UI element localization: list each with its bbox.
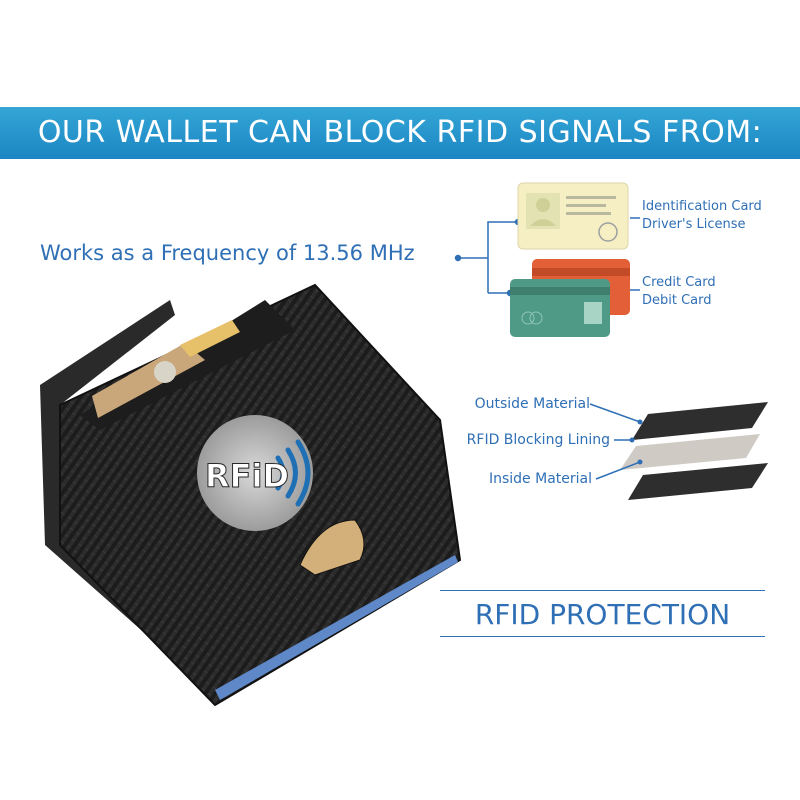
drivers-license-label: Driver's License bbox=[642, 217, 746, 232]
inside-material-label: Inside Material bbox=[488, 471, 592, 487]
credit-card-label: Credit Card bbox=[642, 275, 716, 290]
identification-card-label: Identification Card bbox=[642, 199, 762, 214]
rfid-blocking-lining-label: RFID Blocking Lining bbox=[466, 432, 610, 448]
banner-title: OUR WALLET CAN BLOCK RFID SIGNALS FROM: bbox=[37, 115, 763, 150]
id-card-icon bbox=[517, 182, 629, 250]
outside-material-label: Outside Material bbox=[474, 396, 590, 412]
wallet-image: RFiD bbox=[40, 283, 462, 707]
rfid-protection-title: RFID PROTECTION bbox=[474, 598, 731, 631]
frequency-text: Works as a Frequency of 13.56 MHz bbox=[40, 241, 415, 265]
divider-bottom bbox=[440, 636, 765, 637]
debit-card-label: Debit Card bbox=[642, 293, 712, 308]
divider-top bbox=[440, 590, 765, 591]
payment-card-labels: Credit Card Debit Card bbox=[642, 274, 716, 310]
id-card-labels: Identification Card Driver's License bbox=[642, 198, 762, 234]
header-banner: OUR WALLET CAN BLOCK RFID SIGNALS FROM: bbox=[0, 107, 800, 159]
debit-card-icon bbox=[510, 279, 610, 337]
rfid-badge-text: RFiD bbox=[205, 457, 289, 495]
material-layers-icon bbox=[589, 402, 768, 500]
